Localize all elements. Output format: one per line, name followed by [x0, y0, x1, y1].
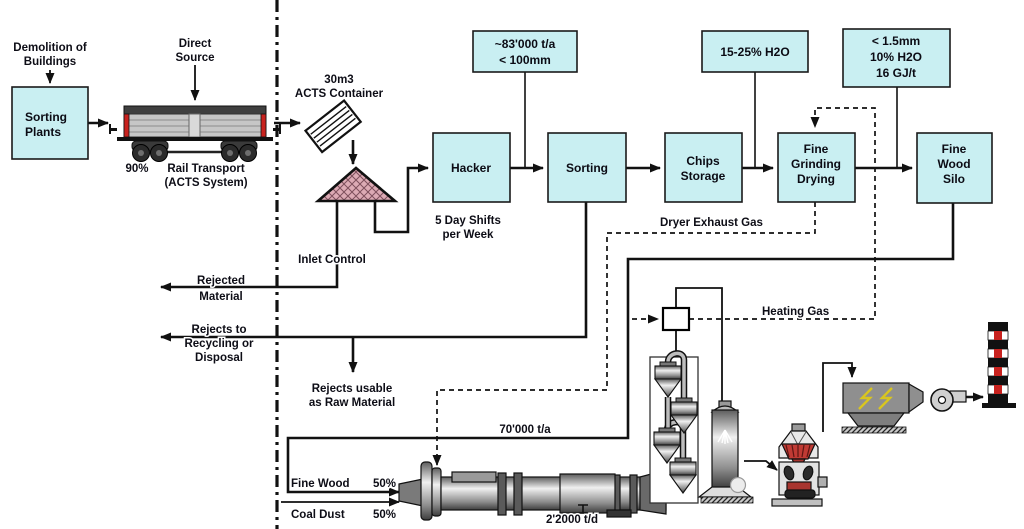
silo-to-dryer-line: [286, 203, 955, 497]
rejects-usable-label: Rejects usable: [312, 383, 393, 395]
inlet-control-label: Inlet Control: [298, 254, 366, 266]
exhaust-fan: [930, 388, 967, 412]
dryer-exhaust-gas-line: [432, 202, 816, 466]
svg-text:as Raw Material: as Raw Material: [309, 397, 395, 409]
hacker-output-spec-box: ~83'000 t/a < 100mm: [472, 30, 578, 73]
acts-container-label: 30m3: [324, 74, 353, 86]
svg-text:Fine: Fine: [942, 142, 967, 156]
tower-to-furnace-line: [744, 460, 778, 471]
rail-pct-label: 90%: [125, 163, 148, 175]
junction-to-tower-line: [675, 287, 723, 404]
furnace-to-esp-line: [822, 362, 857, 432]
svg-text:Buildings: Buildings: [24, 56, 76, 68]
sorting-box: Sorting: [547, 132, 627, 203]
chimney-stack: [982, 322, 1016, 408]
rejects-recycling-line: [160, 202, 588, 342]
acts-container-icon: [303, 99, 363, 154]
furnace: [771, 423, 828, 507]
cyclone-block: [649, 350, 699, 504]
svg-text:Drying: Drying: [797, 172, 835, 186]
labels-layer: Demolition of Buildings Direct Source 90…: [12, 37, 831, 528]
svg-text:16 GJ/t: 16 GJ/t: [876, 66, 916, 80]
svg-text:per Week: per Week: [443, 229, 495, 241]
annual-throughput-label: 70'000 t/a: [499, 424, 551, 436]
svg-text:Material: Material: [199, 291, 242, 303]
spray-tower: [697, 400, 754, 504]
hacker-box: Hacker: [432, 132, 511, 203]
junction-box: [661, 306, 691, 332]
svg-text:Sorting: Sorting: [566, 161, 608, 175]
heating-gas-label: Heating Gas: [762, 306, 829, 318]
coal-dust-pct-label: 50%: [373, 509, 396, 521]
svg-text:(ACTS System): (ACTS System): [164, 177, 247, 189]
electrostatic-precipitator: [841, 382, 924, 434]
svg-text:Chips: Chips: [686, 154, 720, 168]
svg-text:< 1.5mm: < 1.5mm: [872, 34, 920, 48]
inlet-pile-icon: [314, 166, 399, 203]
svg-text:Grinding: Grinding: [791, 157, 841, 171]
fine-wood-pct-label: 50%: [373, 478, 396, 490]
sorting-plants-box: Sorting Plants: [11, 86, 89, 160]
coal-dust-label: Coal Dust: [291, 509, 345, 521]
svg-text:Wood: Wood: [937, 157, 970, 171]
demolition-label: Demolition of: [13, 42, 87, 54]
fine-grinding-drying-box: Fine Grinding Drying: [777, 132, 856, 203]
product-spec-box: < 1.5mm 10% H2O 16 GJ/t: [842, 28, 951, 88]
fine-wood-label: Fine Wood: [291, 478, 350, 490]
svg-text:~83'000 t/a: ~83'000 t/a: [495, 37, 556, 51]
heating-gas-recycle-line: [689, 107, 876, 320]
dryer-exhaust-label: Dryer Exhaust Gas: [660, 217, 763, 229]
svg-text:ACTS Container: ACTS Container: [295, 88, 384, 100]
day-shifts-label: 5 Day Shifts: [435, 215, 501, 227]
svg-text:Storage: Storage: [681, 169, 726, 183]
rejected-material-label: Rejected: [197, 275, 245, 287]
direct-source-label: Direct: [179, 38, 212, 50]
pile-to-hacker-line: [373, 163, 429, 234]
svg-text:Sorting: Sorting: [25, 110, 67, 124]
svg-text:Recycling or: Recycling or: [184, 338, 254, 350]
rotary-dryer: [398, 461, 667, 521]
svg-text:15-25% H2O: 15-25% H2O: [720, 45, 789, 59]
svg-text:Fine: Fine: [804, 142, 829, 156]
svg-text:10% H2O: 10% H2O: [870, 50, 922, 64]
daily-throughput-label: 2'2000 t/d: [546, 514, 598, 526]
svg-text:< 100mm: < 100mm: [499, 53, 551, 67]
svg-text:Silo: Silo: [943, 172, 965, 186]
svg-text:Plants: Plants: [25, 125, 61, 139]
fine-wood-silo-box: Fine Wood Silo: [916, 132, 993, 204]
chips-storage-box: Chips Storage: [664, 132, 743, 203]
svg-text:Source: Source: [176, 52, 215, 64]
rejects-recycling-label: Rejects to: [192, 324, 247, 336]
chips-moisture-spec-box: 15-25% H2O: [701, 30, 809, 73]
rail-transport-label: Rail Transport: [167, 163, 244, 175]
rejected-material-line: [160, 201, 339, 292]
svg-text:Disposal: Disposal: [195, 352, 243, 364]
rail-wagon: [109, 105, 281, 162]
svg-text:Hacker: Hacker: [451, 161, 491, 175]
